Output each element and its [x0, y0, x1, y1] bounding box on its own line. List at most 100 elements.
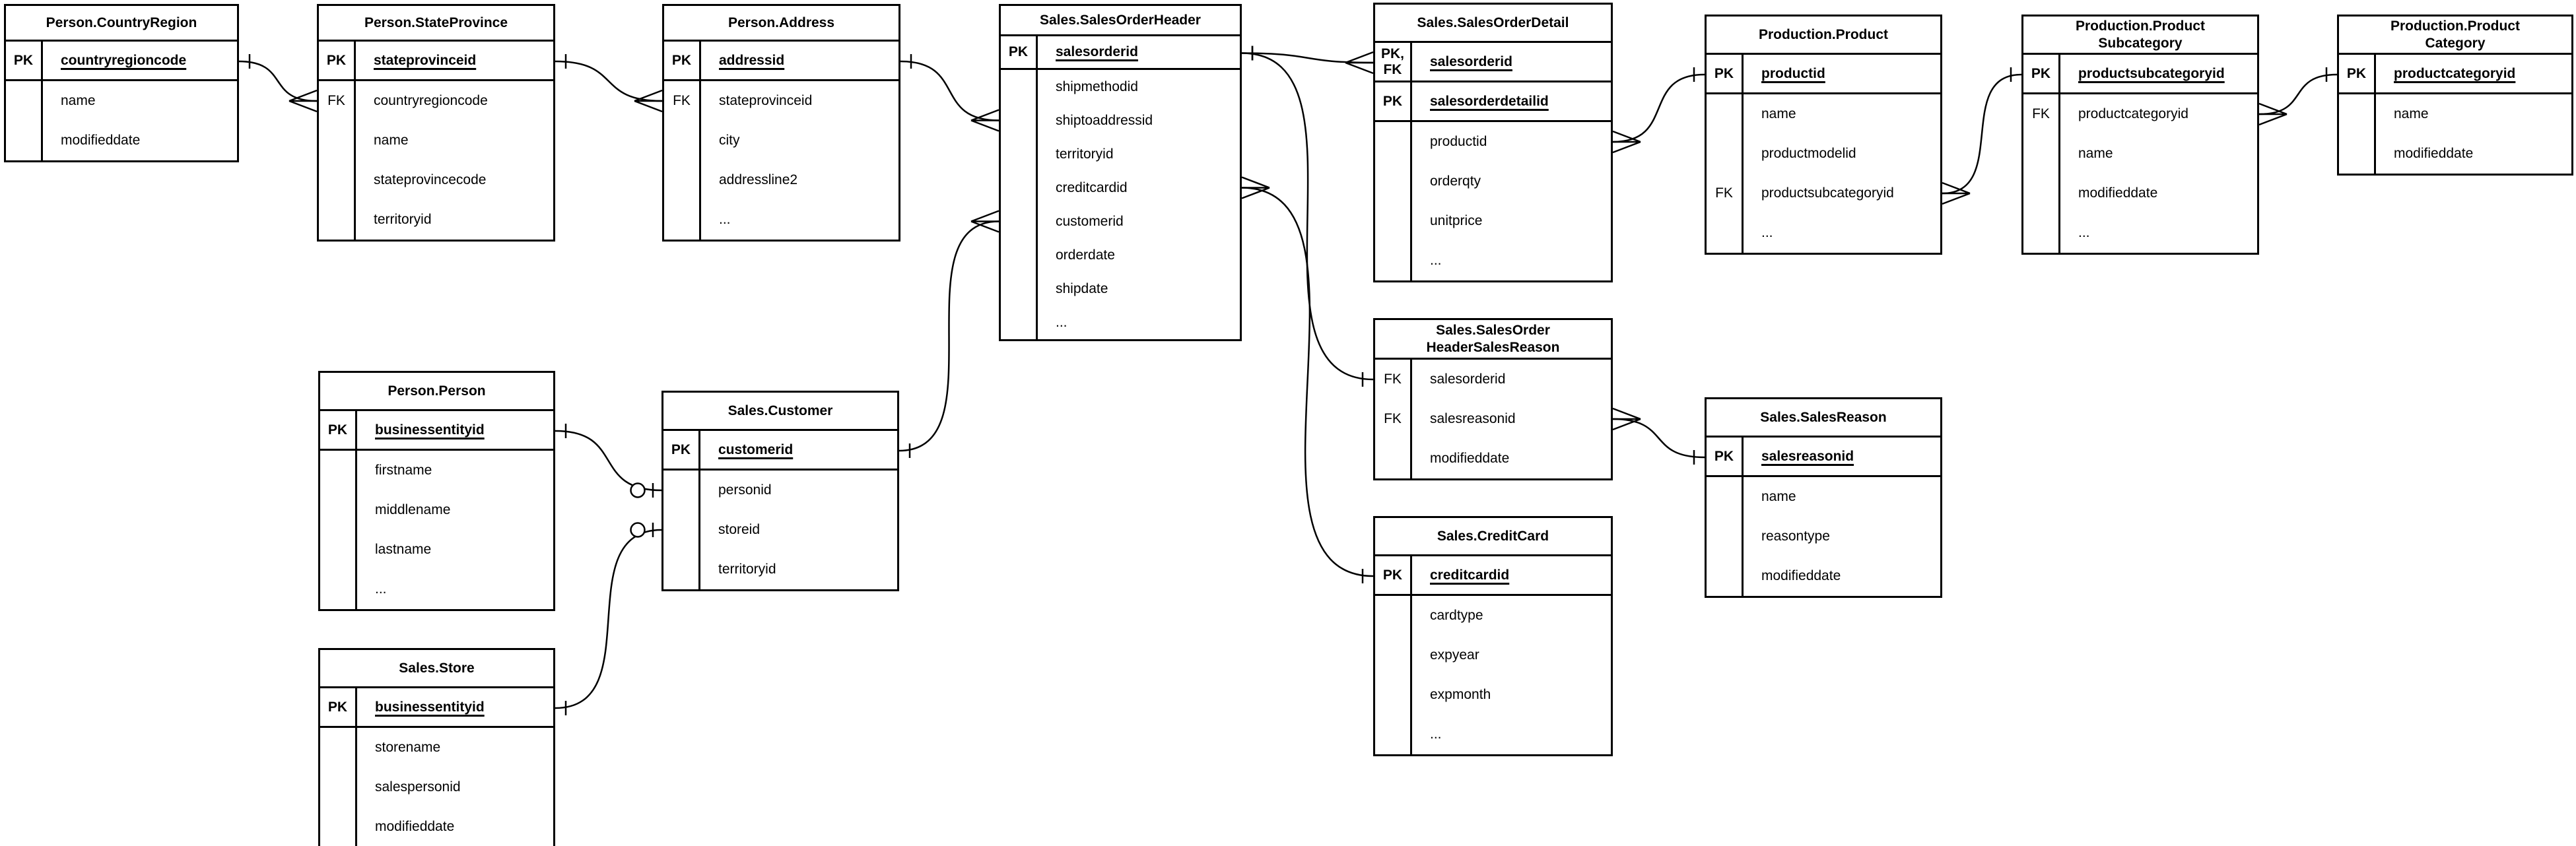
attribute-name: orderqty — [1430, 174, 1481, 189]
key-badge — [1001, 171, 1038, 205]
attribute-name: ... — [1056, 314, 1068, 330]
key-badge: PK, FK — [1375, 43, 1412, 81]
many-marker-countryregion-to-stateprovince — [288, 89, 318, 113]
attribute-row: ... — [664, 200, 898, 240]
entity-title: Sales.SalesReason — [1707, 399, 1940, 438]
attribute-row: ... — [1375, 241, 1611, 280]
relationship-stateprovince-to-address — [555, 60, 663, 102]
key-badge — [320, 569, 357, 609]
key-badge — [1707, 134, 1744, 174]
attribute-name: stateprovinceid — [374, 52, 477, 68]
key-badge — [320, 728, 357, 767]
relationship-product-to-productsubcategory — [1942, 73, 2022, 195]
key-badge — [1375, 439, 1412, 478]
attribute-name: stateprovinceid — [719, 93, 813, 108]
attribute-row: addressline2 — [664, 160, 898, 200]
attribute-name: expyear — [1430, 647, 1479, 663]
key-badge — [1375, 715, 1412, 754]
key-badge: PK — [1707, 438, 1744, 475]
attribute-name: productcategoryid — [2078, 106, 2188, 121]
entity-title-line: Sales.SalesOrderHeader — [1040, 12, 1201, 28]
attribute-row: storename — [320, 728, 553, 767]
attribute-row: expyear — [1375, 635, 1611, 675]
relationship-productsubcategory-to-productcategory — [2258, 73, 2338, 115]
attribute-row: name — [1707, 477, 1940, 517]
relationship-salesorderheader-to-salesorderheadersalesreason — [1241, 52, 1374, 381]
attribute-row: orderqty — [1375, 162, 1611, 201]
key-badge — [1001, 238, 1038, 272]
key-badge: PK — [2339, 55, 2376, 92]
attribute-name: modifieddate — [2078, 185, 2158, 201]
attribute-row: territoryid — [1001, 137, 1240, 171]
attribute-row: reasontype — [1707, 517, 1940, 556]
attribute-name: shipmethodid — [1056, 79, 1138, 94]
attribute-row: middlename — [320, 490, 553, 530]
attribute-row: modifieddate — [2339, 134, 2571, 174]
key-badge — [320, 807, 357, 846]
attribute-row: territoryid — [663, 550, 897, 589]
key-badge — [1001, 137, 1038, 171]
entity-title-line: Sales.Customer — [728, 403, 833, 418]
key-badge — [1707, 94, 1744, 134]
attribute-name: salespersonid — [375, 779, 461, 795]
attribute-name: ... — [1761, 225, 1773, 240]
attribute-name: shiptoaddressid — [1056, 112, 1153, 128]
attribute-row: personid — [663, 471, 897, 510]
key-badge — [664, 160, 701, 200]
key-badge: FK — [2023, 94, 2060, 134]
attribute-name: unitprice — [1430, 213, 1483, 228]
key-badge — [1707, 213, 1744, 253]
key-badge — [1707, 556, 1744, 596]
attribute-name: countryregioncode — [374, 93, 488, 108]
attribute-row: FK stateprovinceid — [664, 81, 898, 121]
attribute-row: storeid — [663, 510, 897, 550]
many-marker-salesorderdetail-to-product — [1612, 130, 1641, 154]
attribute-name: ... — [1430, 727, 1442, 742]
attribute-row: modifieddate — [6, 121, 237, 160]
attribute-name: name — [2078, 146, 2113, 161]
key-badge — [1001, 70, 1038, 104]
relationship-store-to-customer — [555, 529, 662, 709]
attribute-row: name — [319, 121, 553, 160]
key-badge: FK — [664, 81, 701, 121]
attribute-name: countryregioncode — [61, 52, 187, 68]
key-badge: PK — [664, 42, 701, 79]
attribute-name: city — [719, 133, 740, 148]
attribute-name: name — [2394, 106, 2429, 121]
attribute-name: salesorderdetailid — [1430, 93, 1549, 109]
entity-title: Sales.Customer — [663, 393, 897, 431]
key-badge: FK — [1707, 174, 1744, 213]
attribute-name: salesreasonid — [1430, 411, 1516, 426]
attribute-name: shipdate — [1056, 280, 1108, 296]
entity-title: Sales.CreditCard — [1375, 518, 1611, 556]
attribute-name: customerid — [1056, 213, 1124, 229]
key-badge — [1001, 104, 1038, 137]
entity-title-line: Sales.SalesOrder — [1436, 322, 1550, 338]
many-marker-productsubcategory-to-productcategory — [2258, 102, 2288, 126]
key-badge — [2339, 134, 2376, 174]
attribute-row: salespersonid — [320, 767, 553, 807]
attribute-name: creditcardid — [1056, 179, 1128, 195]
zero-circle-store-to-customer — [630, 522, 646, 538]
attribute-row: FK productcategoryid — [2023, 94, 2257, 134]
attribute-row: shipdate — [1001, 272, 1240, 306]
attribute-name: businessentityid — [375, 422, 485, 438]
relationship-salesorderheader-to-creditcard — [1241, 187, 1374, 577]
key-badge: PK — [663, 431, 700, 469]
attribute-name: name — [1761, 106, 1796, 121]
attribute-row: ... — [1001, 306, 1240, 339]
attribute-name: territoryid — [374, 212, 432, 227]
key-badge: PK — [2023, 55, 2060, 92]
attribute-name: ... — [719, 212, 731, 227]
